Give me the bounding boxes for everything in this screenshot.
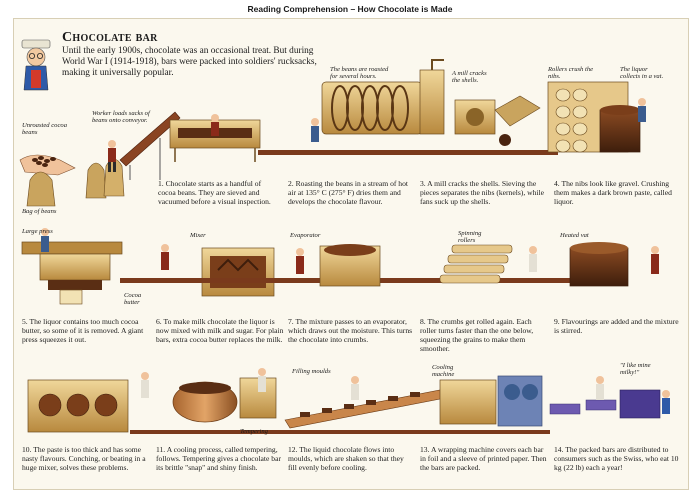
page-title: Reading Comprehension – How Chocolate is… — [247, 4, 453, 14]
step-14-caption: 14. The packed bars are distributed to c… — [554, 445, 679, 472]
label-evaporator: Evaporator — [290, 232, 321, 239]
step-9-caption: 9. Flavourings are added and the mixture… — [554, 317, 679, 335]
step-13-caption: 13. A wrapping machine covers each bar i… — [420, 445, 547, 472]
label-cooling-machine: Cooling machine — [432, 364, 455, 378]
intro-text: Until the early 1900s, chocolate was an … — [62, 46, 317, 78]
label-like-milky: "I like mine milky!" — [620, 362, 651, 376]
conching-mixer — [27, 372, 149, 433]
label-tempering: Tempering — [240, 428, 268, 435]
evaporator — [296, 244, 381, 287]
wrapped-bars — [549, 376, 670, 419]
label-mill: A mill cracks the shells. — [452, 70, 487, 84]
conveyor-row1 — [258, 150, 558, 155]
label-liquor-vat: The liquor collects in a vat. — [620, 66, 664, 80]
step-3-caption: 3. A mill cracks the shells. Sieving the… — [420, 179, 544, 206]
heated-vat — [569, 242, 659, 287]
incline-conveyor — [119, 111, 181, 180]
step-12-caption: 12. The liquid chocolate flows into moul… — [288, 445, 404, 472]
label-rollers-crush: Rollers crush the nibs. — [548, 66, 594, 80]
step-10-caption: 10. The paste is too thick and has some … — [22, 445, 146, 472]
mascot-icon — [18, 36, 58, 92]
label-spinning-rollers: Spinning rollers — [458, 230, 482, 244]
label-filling-moulds: Filling moulds — [292, 368, 331, 375]
step-8-caption: 8. The crumbs get rolled again. Each rol… — [420, 317, 534, 353]
step-7-caption: 7. The mixture passes to an evaporator, … — [288, 317, 413, 344]
tempering-tanks — [172, 368, 277, 423]
label-cocoa-butter: Cocoa butter — [124, 292, 142, 306]
step-6-caption: 6. To make milk chocolate the liquor is … — [156, 317, 284, 344]
worker-loading — [108, 140, 116, 172]
cooling-machine — [439, 375, 543, 427]
mixer — [201, 247, 275, 297]
label-large-press: Large press — [22, 228, 53, 235]
spinning-rollers — [439, 244, 537, 284]
step-1-caption: 1. Chocolate starts as a handful of coco… — [158, 179, 271, 206]
crushing-rollers — [547, 81, 646, 153]
roaster-drum — [321, 59, 445, 135]
label-mixer: Mixer — [190, 232, 206, 239]
sieve-machine — [169, 114, 319, 162]
label-worker: Worker loads sacks of beans onto conveyo… — [92, 110, 150, 124]
shell-mill — [454, 95, 541, 146]
step-2-caption: 2. Roasting the beans in a stream of hot… — [288, 179, 408, 206]
conveyor-row3 — [130, 430, 550, 434]
label-roasted: The beans are roasted for several hours. — [330, 66, 389, 80]
label-heated-vat: Heated vat — [560, 232, 589, 239]
section-title: Chocolate bar — [62, 30, 158, 45]
step-5-caption: 5. The liquor contains too much cocoa bu… — [22, 317, 144, 344]
mould-conveyor — [284, 376, 446, 429]
bean-hand — [19, 154, 76, 176]
label-unroasted: Unroasted cocoa beans — [22, 122, 67, 136]
mascot-figure — [21, 39, 51, 91]
step-11-caption: 11. A cooling process, called tempering,… — [156, 445, 282, 472]
label-bag: Bag of beans — [22, 208, 57, 215]
large-press — [21, 228, 169, 305]
step-4-caption: 4. The nibs look like gravel. Crushing t… — [554, 179, 672, 206]
